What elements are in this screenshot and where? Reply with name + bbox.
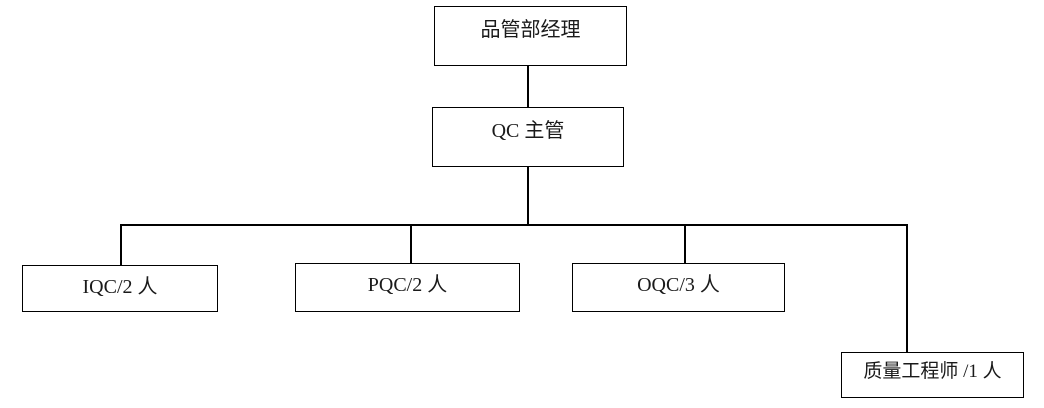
node-oqc-label: OQC/3 人 — [637, 274, 720, 296]
node-qc-supervisor-label: QC 主管 — [491, 120, 565, 142]
node-pqc[interactable]: PQC/2 人 — [295, 263, 520, 312]
node-pqc-label: PQC/2 人 — [367, 274, 448, 296]
edge-manager-to-supervisor — [527, 66, 529, 107]
node-qa-manager[interactable]: 品管部经理 — [434, 6, 627, 66]
node-iqc-label: IQC/2 人 — [82, 276, 158, 298]
node-qa-manager-label: 品管部经理 — [480, 19, 581, 41]
edge-distribution-bus — [120, 224, 908, 226]
node-oqc[interactable]: OQC/3 人 — [572, 263, 785, 312]
edge-bus-to-pqc — [410, 224, 412, 263]
node-quality-engineer[interactable]: 质量工程师 /1 人 — [841, 352, 1024, 398]
node-quality-engineer-label: 质量工程师 /1 人 — [863, 361, 1002, 382]
edge-bus-to-iqc — [120, 224, 122, 265]
edge-supervisor-stem — [527, 167, 529, 225]
edge-bus-to-oqc — [684, 224, 686, 263]
node-qc-supervisor[interactable]: QC 主管 — [432, 107, 624, 167]
node-iqc[interactable]: IQC/2 人 — [22, 265, 218, 312]
edge-bus-to-quality-engineer — [906, 224, 908, 352]
